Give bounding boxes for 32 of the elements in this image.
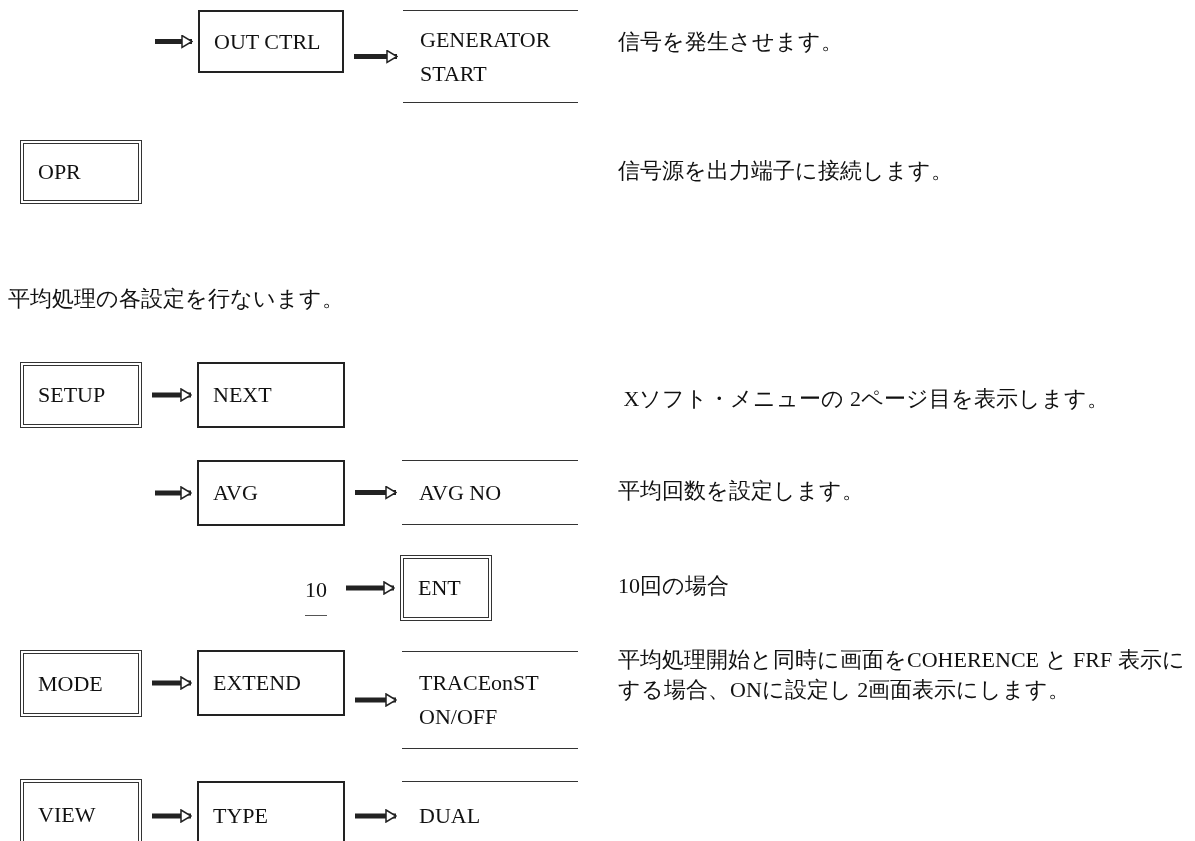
arrow [355,809,397,823]
arrow [354,49,398,64]
key-box: ENT [400,555,492,621]
key-box: SETUP [20,362,142,428]
arrow [355,485,397,500]
arrow [152,388,192,402]
arrow [155,34,193,49]
arrow [152,809,192,823]
soft-key: AVG NO [402,460,578,525]
key-box: EXTEND [197,650,345,716]
key-box: AVG [197,460,345,526]
arrow [155,486,192,500]
description-text: 信号源を出力端子に接続します。 [618,157,954,185]
key-box: NEXT [197,362,345,428]
soft-key: GENERATOR START [403,10,578,103]
key-box: MODE [20,650,142,717]
description-text: 平均処理開始と同時に画面をCOHERENCE と FRF 表示にする場合、ONに設定し 2画面表示にします。 [618,646,1186,704]
description-text: 信号を発生させます。 [618,28,844,56]
arrow [355,693,397,707]
soft-key: DUAL [402,781,578,841]
section-heading: 平均処理の各設定を行ないます。 [8,285,345,313]
description-text: 平均回数を設定します。 [618,477,865,505]
arrow [346,581,395,595]
key-box: VIEW [20,779,142,841]
numeric-entry: 10 [296,566,336,622]
key-box: TYPE [197,781,345,841]
key-box: OUT CTRL [198,10,344,73]
description-text: Xソフト・メニューの 2ページ目を表示します。 [622,385,1110,413]
arrow [152,676,192,690]
soft-key: TRACEonST ON/OFF [402,651,578,749]
key-box: OPR [20,140,142,204]
description-text: 10回の場合 [618,572,730,600]
